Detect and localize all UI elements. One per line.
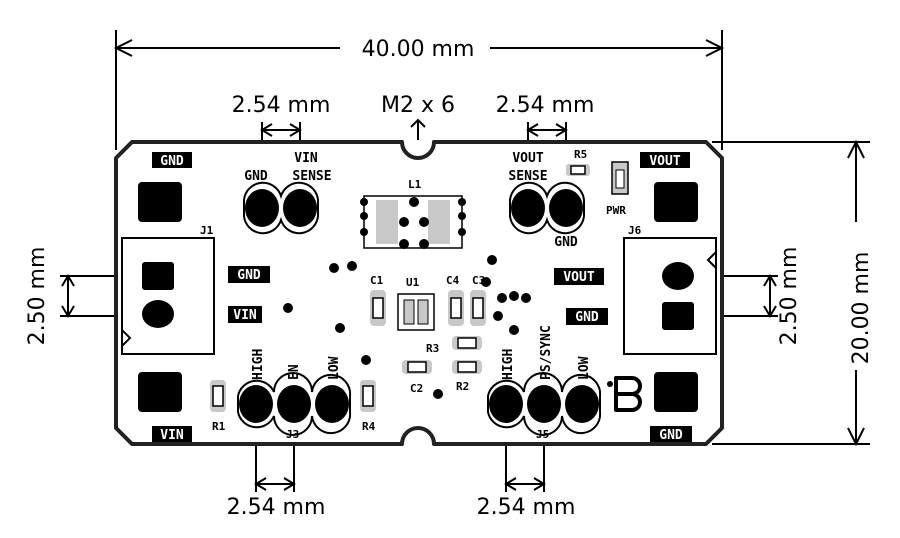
- gnd-top-left-label: GND: [160, 154, 184, 169]
- c2-label: C2: [410, 382, 423, 395]
- low-right-label: LOW: [577, 356, 592, 380]
- c4-capacitor: [448, 290, 464, 326]
- r5-label: R5: [574, 148, 587, 161]
- c3-capacitor: [470, 290, 486, 326]
- r1-resistor: [210, 380, 226, 412]
- c4-label: C4: [446, 274, 460, 287]
- mounting-hole-label: M2 x 6: [381, 93, 455, 118]
- height-dimension-label: 20.00 mm: [849, 252, 874, 365]
- gnd-right-header-label: GND: [554, 235, 578, 250]
- j6-connector: [623, 237, 717, 355]
- c3-label: C3: [472, 274, 485, 287]
- gnd-top-left-bg: [152, 152, 192, 168]
- vout-right-mid-label: VOUT: [563, 270, 594, 285]
- vin-left-mid-label: VIN: [233, 308, 257, 323]
- vout-sense-header: [509, 181, 585, 235]
- vin-bottom-left-label: VIN: [160, 428, 184, 443]
- right-connector-pitch-label: 2.50 mm: [777, 247, 802, 346]
- u1-ic: [397, 293, 435, 331]
- r2-resistor: [452, 360, 482, 374]
- gnd-left-mid-label: GND: [237, 268, 261, 283]
- j3-label: J3: [286, 428, 299, 441]
- left-connector-pitch-label: 2.50 mm: [25, 247, 50, 346]
- r3-resistor: [452, 336, 482, 350]
- j1-label: J1: [200, 224, 214, 237]
- corner-pad-bottom-left: [138, 372, 182, 412]
- j5-label: J5: [536, 428, 549, 441]
- low-left-label: LOW: [327, 356, 342, 380]
- r4-resistor: [360, 380, 376, 412]
- gnd-sense-label: GND: [244, 169, 268, 184]
- vout-top-right-label: VOUT: [649, 154, 680, 169]
- en-label: EN: [287, 364, 302, 380]
- vout-sense-line2: SENSE: [508, 169, 547, 184]
- r3-label: R3: [426, 342, 439, 355]
- r4-label: R4: [362, 420, 376, 433]
- dimension-height: [712, 139, 870, 447]
- gnd-right-mid-label: GND: [575, 310, 599, 325]
- r5-resistor: [566, 164, 590, 176]
- bottom-right-pitch-label: 2.54 mm: [477, 495, 576, 520]
- width-dimension-label: 40.00 mm: [362, 37, 475, 62]
- pwr-label: PWR: [606, 204, 626, 217]
- c1-label: C1: [370, 274, 384, 287]
- arrow-up-icon: [410, 118, 426, 140]
- j1-connector: [121, 237, 215, 355]
- vin-sense-line2: SENSE: [292, 169, 331, 184]
- u1-label: U1: [406, 276, 420, 289]
- gnd-left-mid-bg: [228, 266, 270, 283]
- pwr-led: [611, 161, 629, 195]
- ps-sync-label: PS/SYNC: [539, 325, 554, 380]
- top-left-pitch-label: 2.54 mm: [232, 93, 331, 118]
- c2-capacitor: [402, 360, 432, 374]
- r1-label: R1: [212, 420, 226, 433]
- gnd-bottom-right-label: GND: [659, 428, 683, 443]
- corner-pad-bottom-right: [654, 372, 698, 412]
- brand-logo-icon: [607, 376, 642, 412]
- r2-label: R2: [456, 380, 469, 393]
- corner-pad-top-right: [654, 182, 698, 222]
- corner-pad-top-left: [138, 182, 182, 222]
- top-right-pitch-label: 2.54 mm: [496, 93, 595, 118]
- vout-sense-line1: VOUT: [512, 151, 543, 166]
- vin-left-mid-bg: [228, 306, 262, 323]
- vout-top-right-bg: [640, 152, 690, 168]
- vin-sense-header: [243, 181, 319, 235]
- vout-right-mid-bg: [554, 268, 604, 285]
- c1-capacitor: [370, 290, 386, 326]
- j3-header: [237, 372, 352, 436]
- dimension-width: [113, 30, 725, 150]
- l1-inductor: [360, 195, 466, 249]
- high-right-label: HIGH: [501, 349, 516, 380]
- vin-sense-line1: VIN: [294, 151, 318, 166]
- bottom-left-pitch-label: 2.54 mm: [227, 495, 326, 520]
- l1-label: L1: [408, 178, 422, 191]
- vin-bottom-left-bg: [152, 426, 192, 442]
- gnd-bottom-right-bg: [650, 426, 692, 442]
- j5-header: [487, 372, 602, 436]
- high-left-label: HIGH: [251, 349, 266, 380]
- vias: [283, 255, 531, 399]
- gnd-right-mid-bg: [566, 308, 608, 325]
- j6-label: J6: [628, 224, 642, 237]
